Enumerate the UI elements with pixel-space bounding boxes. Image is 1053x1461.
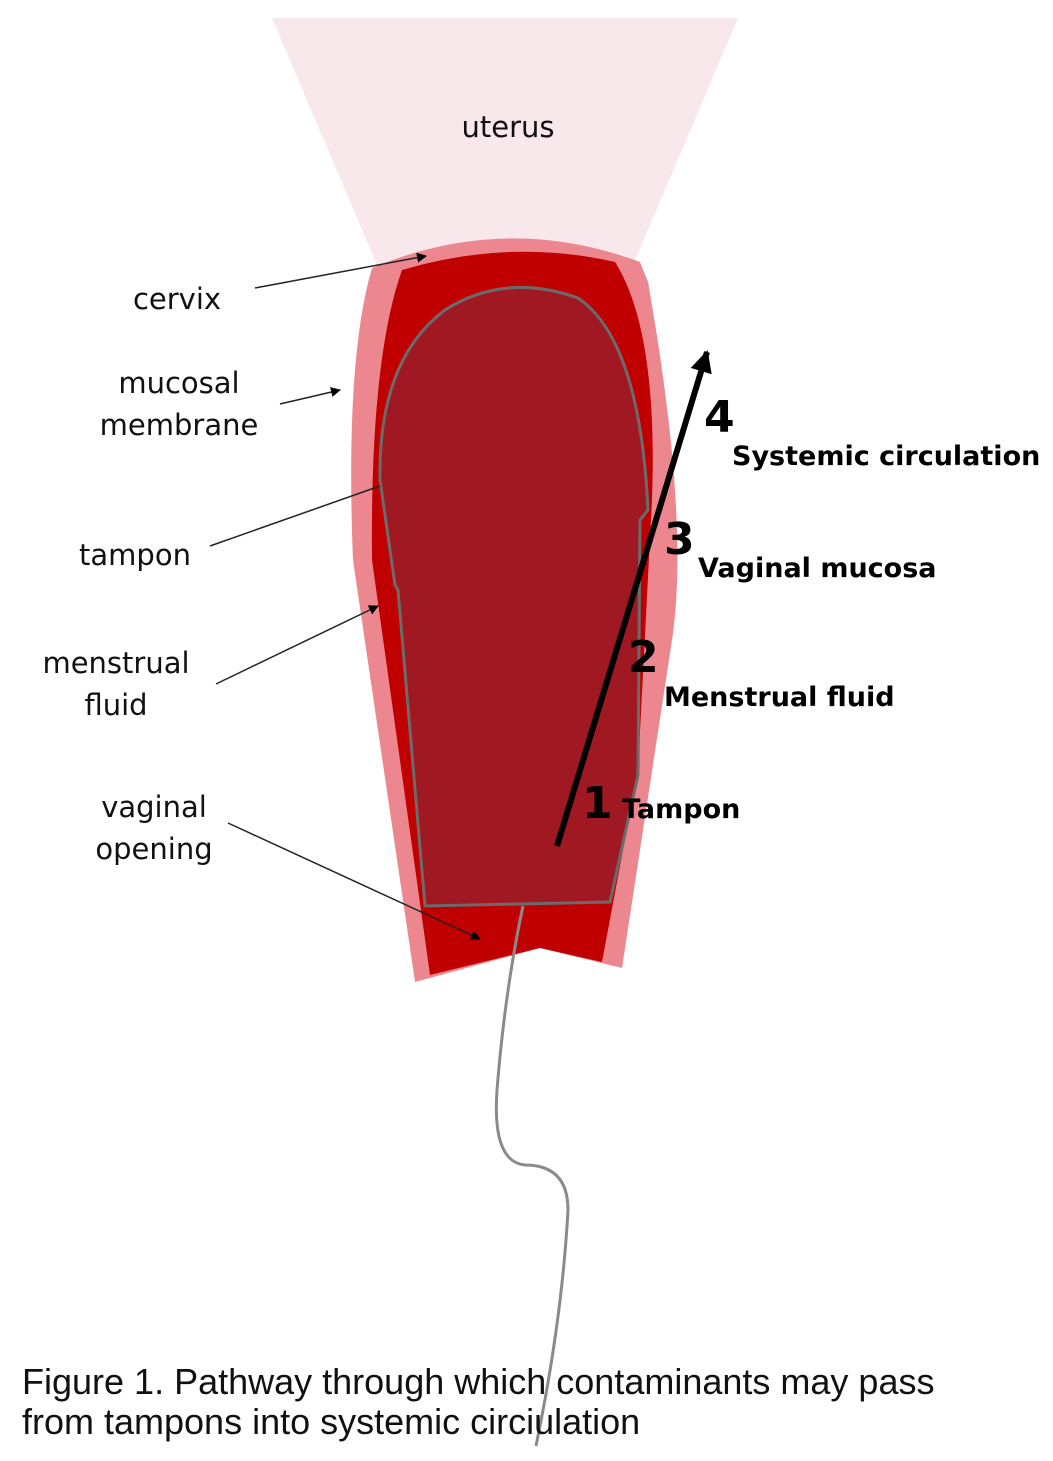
pathway-step-3-number: 3 bbox=[664, 514, 695, 565]
pathway-step-3-label: Vaginal mucosa bbox=[698, 553, 937, 584]
pathway-step-4-label: Systemic circulation bbox=[732, 441, 1041, 472]
tampon-string bbox=[494, 905, 570, 1447]
vaginal-opening-label: vaginal opening bbox=[95, 790, 213, 866]
uterus-label: uterus bbox=[461, 110, 555, 144]
cervix-label: cervix bbox=[132, 282, 222, 316]
mucosal-membrane-leader bbox=[279, 387, 341, 405]
figure-caption: Figure 1. Pathway through which contamin… bbox=[22, 1362, 1042, 1442]
pathway-step-4-number: 4 bbox=[704, 392, 735, 443]
tampon-shape bbox=[378, 285, 650, 908]
caption-line-2: from tampons into systemic circiulation bbox=[22, 1401, 641, 1442]
pathway-arrow bbox=[554, 350, 712, 847]
mucosal-membrane-label: mucosal membrane bbox=[99, 366, 259, 442]
uterus-shape bbox=[272, 18, 738, 272]
tampon-leader bbox=[209, 485, 381, 547]
pathway-step-2-label: Menstrual fluid bbox=[664, 682, 895, 713]
pathway-step-2-number: 2 bbox=[628, 632, 659, 683]
vaginal-opening-leader bbox=[227, 822, 481, 940]
caption-line-1: Figure 1. Pathway through which contamin… bbox=[22, 1361, 935, 1402]
menstrual-fluid-label: menstrual fluid bbox=[42, 646, 190, 722]
menstrual-fluid-leader bbox=[215, 605, 379, 685]
pathway-step-1-number: 1 bbox=[582, 778, 613, 829]
cervix-leader bbox=[254, 252, 427, 289]
pathway-step-1-label: Tampon bbox=[622, 794, 741, 825]
tampon-label: tampon bbox=[79, 538, 191, 572]
